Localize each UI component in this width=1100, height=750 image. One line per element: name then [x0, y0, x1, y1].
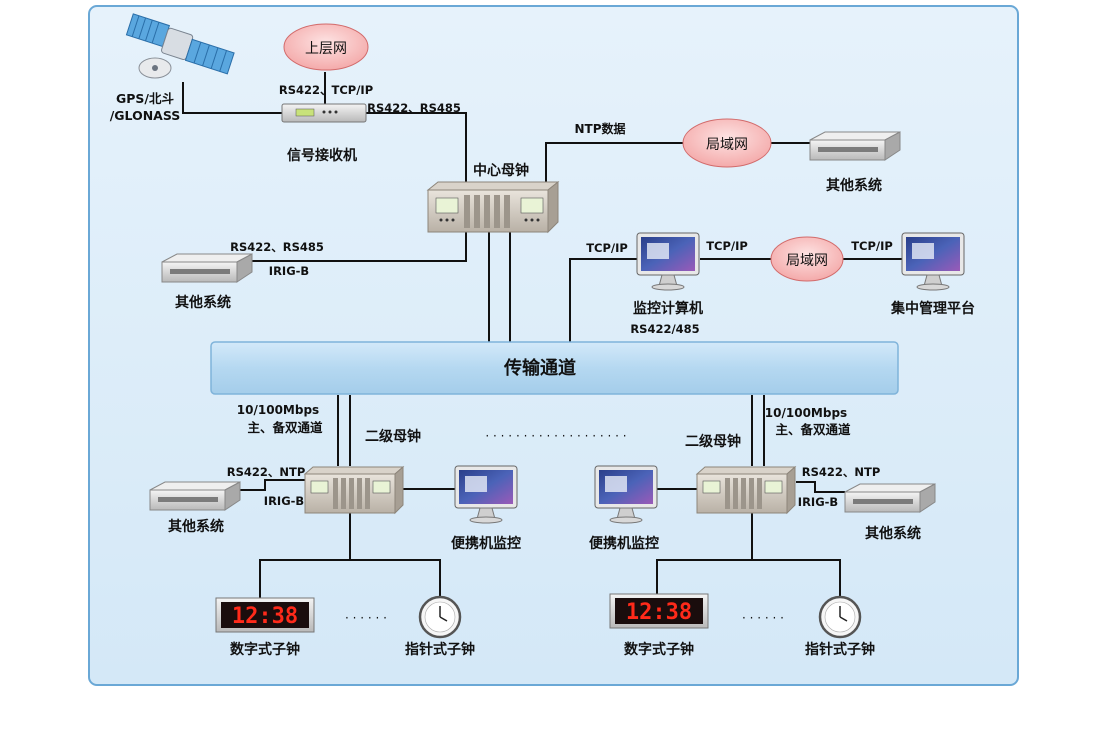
- link-ntp-data: NTP数据: [574, 121, 625, 136]
- laptop-monitor-left-label: 便携机监控: [451, 535, 521, 552]
- dots-clocks-right: · · · · · ·: [742, 611, 784, 625]
- analog-clock-right-icon: [818, 595, 862, 639]
- analog-clock-left-icon: [418, 595, 462, 639]
- digital-clock-left-icon: 12:38: [215, 597, 315, 633]
- link-irigb-br: IRIG-B: [798, 495, 838, 509]
- other-system-top-label: 其他系统: [826, 177, 882, 194]
- digital-clock-left-time: 12:38: [232, 604, 298, 629]
- lan-cloud-top: [682, 118, 772, 168]
- link-bandwidth-left: 10/100Mbps: [237, 403, 319, 417]
- link-dual-channel-right: 主、备双通道: [775, 422, 851, 437]
- link-rs422-rs485-left: RS422、RS485: [230, 240, 324, 254]
- signal-receiver-device: [281, 103, 367, 123]
- monitor-computer-label: 监控计算机: [633, 300, 703, 317]
- secondary-clock-left-label: 二级母钟: [365, 428, 421, 445]
- link-rs422-485: RS422/485: [630, 322, 699, 336]
- link-bandwidth-right: 10/100Mbps: [765, 406, 847, 420]
- secondary-clock-right-label: 二级母钟: [685, 433, 741, 450]
- gps-label-line1: GPS/北斗: [116, 91, 174, 106]
- central-platform-label: 集中管理平台: [890, 300, 975, 317]
- satellite-icon: [125, 13, 235, 79]
- link-rs422-ntp-right: RS422、NTP: [802, 465, 881, 479]
- secondary-clock-left-rack: [303, 465, 405, 515]
- other-system-br-label: 其他系统: [865, 525, 921, 542]
- analog-clock-right-label: 指针式子钟: [805, 641, 875, 658]
- link-irigb-left: IRIG-B: [269, 264, 309, 278]
- link-rs422-rs485-top: RS422、RS485: [367, 101, 461, 115]
- digital-clock-right-icon: 12:38: [609, 593, 709, 629]
- link-tcpip-2: TCP/IP: [706, 239, 748, 253]
- digital-clock-right-time: 12:38: [626, 600, 692, 625]
- digital-clock-left-label: 数字式子钟: [230, 641, 300, 658]
- monitor-computer-icon: [636, 232, 700, 291]
- center-clock-label: 中心母钟: [473, 162, 529, 179]
- upper-net-cloud: [283, 23, 369, 71]
- laptop-monitor-right-label: 便携机监控: [589, 535, 659, 552]
- secondary-clock-right-rack: [695, 465, 797, 515]
- lan-mid-label: 局域网: [786, 253, 828, 269]
- analog-clock-left-label: 指针式子钟: [405, 641, 475, 658]
- upper-net-label: 上层网: [305, 41, 347, 57]
- center-clock-rack: [426, 180, 560, 234]
- lan-top-label: 局域网: [706, 137, 748, 153]
- transmission-channel-label: 传输通道: [503, 357, 576, 379]
- laptop-monitor-right-icon: [594, 465, 658, 524]
- other-system-left-label: 其他系统: [175, 294, 231, 311]
- link-rs422-tcpip: RS422、TCP/IP: [279, 83, 373, 97]
- dots-middle: · · · · · · · · · · · · · · · · · · ·: [485, 429, 626, 443]
- link-dual-channel-left: 主、备双通道: [247, 420, 323, 435]
- other-system-bl-device: [149, 481, 241, 511]
- link-irigb-bl: IRIG-B: [264, 494, 304, 508]
- transmission-channel: [210, 341, 899, 395]
- other-system-bl-label: 其他系统: [168, 518, 224, 535]
- other-system-br-device: [844, 483, 936, 513]
- digital-clock-right-label: 数字式子钟: [624, 641, 694, 658]
- gps-label-line2: /GLONASS: [110, 108, 181, 123]
- laptop-monitor-left-icon: [454, 465, 518, 524]
- link-tcpip-1: TCP/IP: [586, 241, 628, 255]
- lan-cloud-mid: [770, 236, 844, 282]
- connection-lines: [182, 72, 902, 598]
- link-tcpip-3: TCP/IP: [851, 239, 893, 253]
- central-platform-computer-icon: [901, 232, 965, 291]
- signal-receiver-label: 信号接收机: [287, 147, 357, 164]
- dots-clocks-left: · · · · · ·: [345, 611, 387, 625]
- other-system-top-device: [809, 131, 901, 161]
- other-system-left-device: [161, 253, 253, 283]
- link-rs422-ntp-left: RS422、NTP: [227, 465, 306, 479]
